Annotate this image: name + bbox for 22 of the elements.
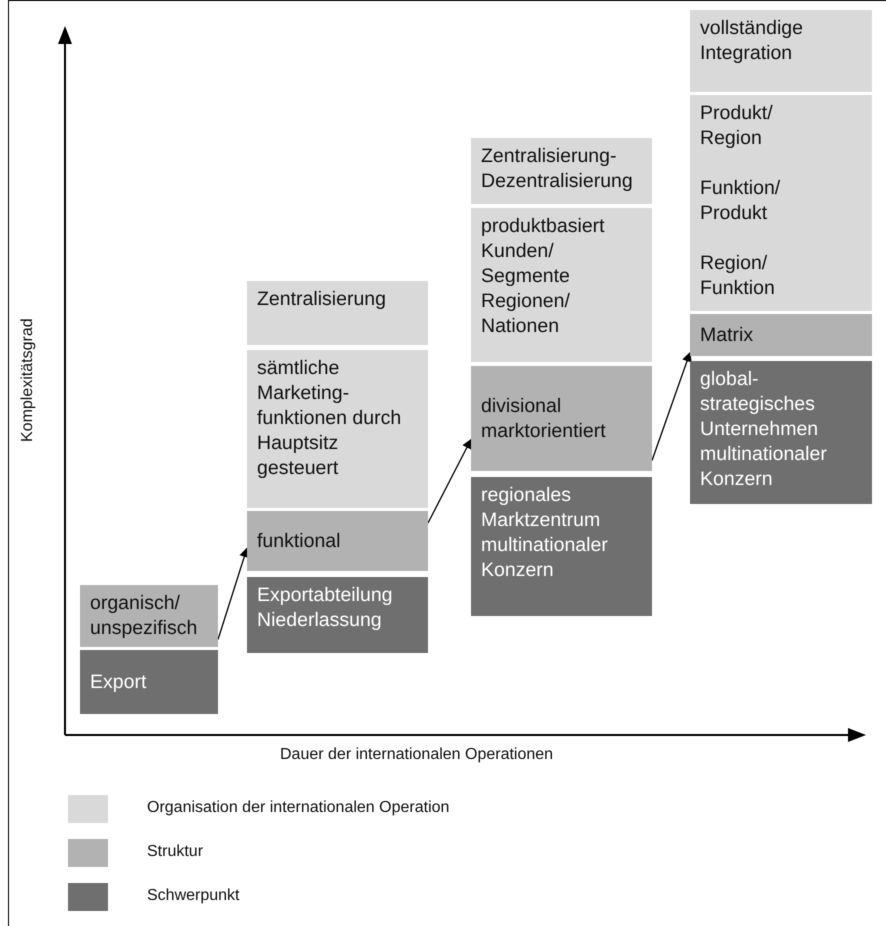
legend-label: Schwerpunkt [147, 887, 240, 905]
arrow [651, 352, 692, 461]
label-box: funktional [247, 511, 428, 571]
axis-title: Komplexitätsgrad [19, 318, 37, 442]
label-box: regionales Marktzentrum multinationaler Konzern [471, 477, 652, 616]
label-box: Zentralisierung- Dezentralisierung [471, 138, 652, 204]
label-box: Zentralisierung [247, 281, 428, 345]
axis-title: Dauer der internationalen Operationen [280, 746, 554, 764]
arrow [427, 438, 472, 524]
label-box: Produkt/ Region Funktion/ Produkt Region/ Funktion [690, 95, 872, 311]
legend-label: Organisation der internationalen Operation [147, 799, 450, 817]
label-box: sämtliche Marketing- funktionen durch Hauptsitz gesteuert [247, 350, 428, 508]
label-box: Export [80, 650, 218, 714]
label-box: divisional marktorientiert [471, 366, 652, 471]
label-box: Exportabteilung Niederlassung [247, 577, 428, 653]
label-box: produktbasiert Kunden/ Segmente Regionen/ Nationen [471, 208, 652, 362]
label-box: organisch/ unspezifisch [80, 585, 218, 647]
arrow [217, 547, 250, 640]
label-box: vollständige Integration [690, 10, 872, 92]
label-box: global- strategisches Unternehmen multinationaler Konzern [690, 361, 872, 504]
label-box: Matrix [690, 314, 872, 356]
legend-label: Struktur [147, 843, 204, 861]
